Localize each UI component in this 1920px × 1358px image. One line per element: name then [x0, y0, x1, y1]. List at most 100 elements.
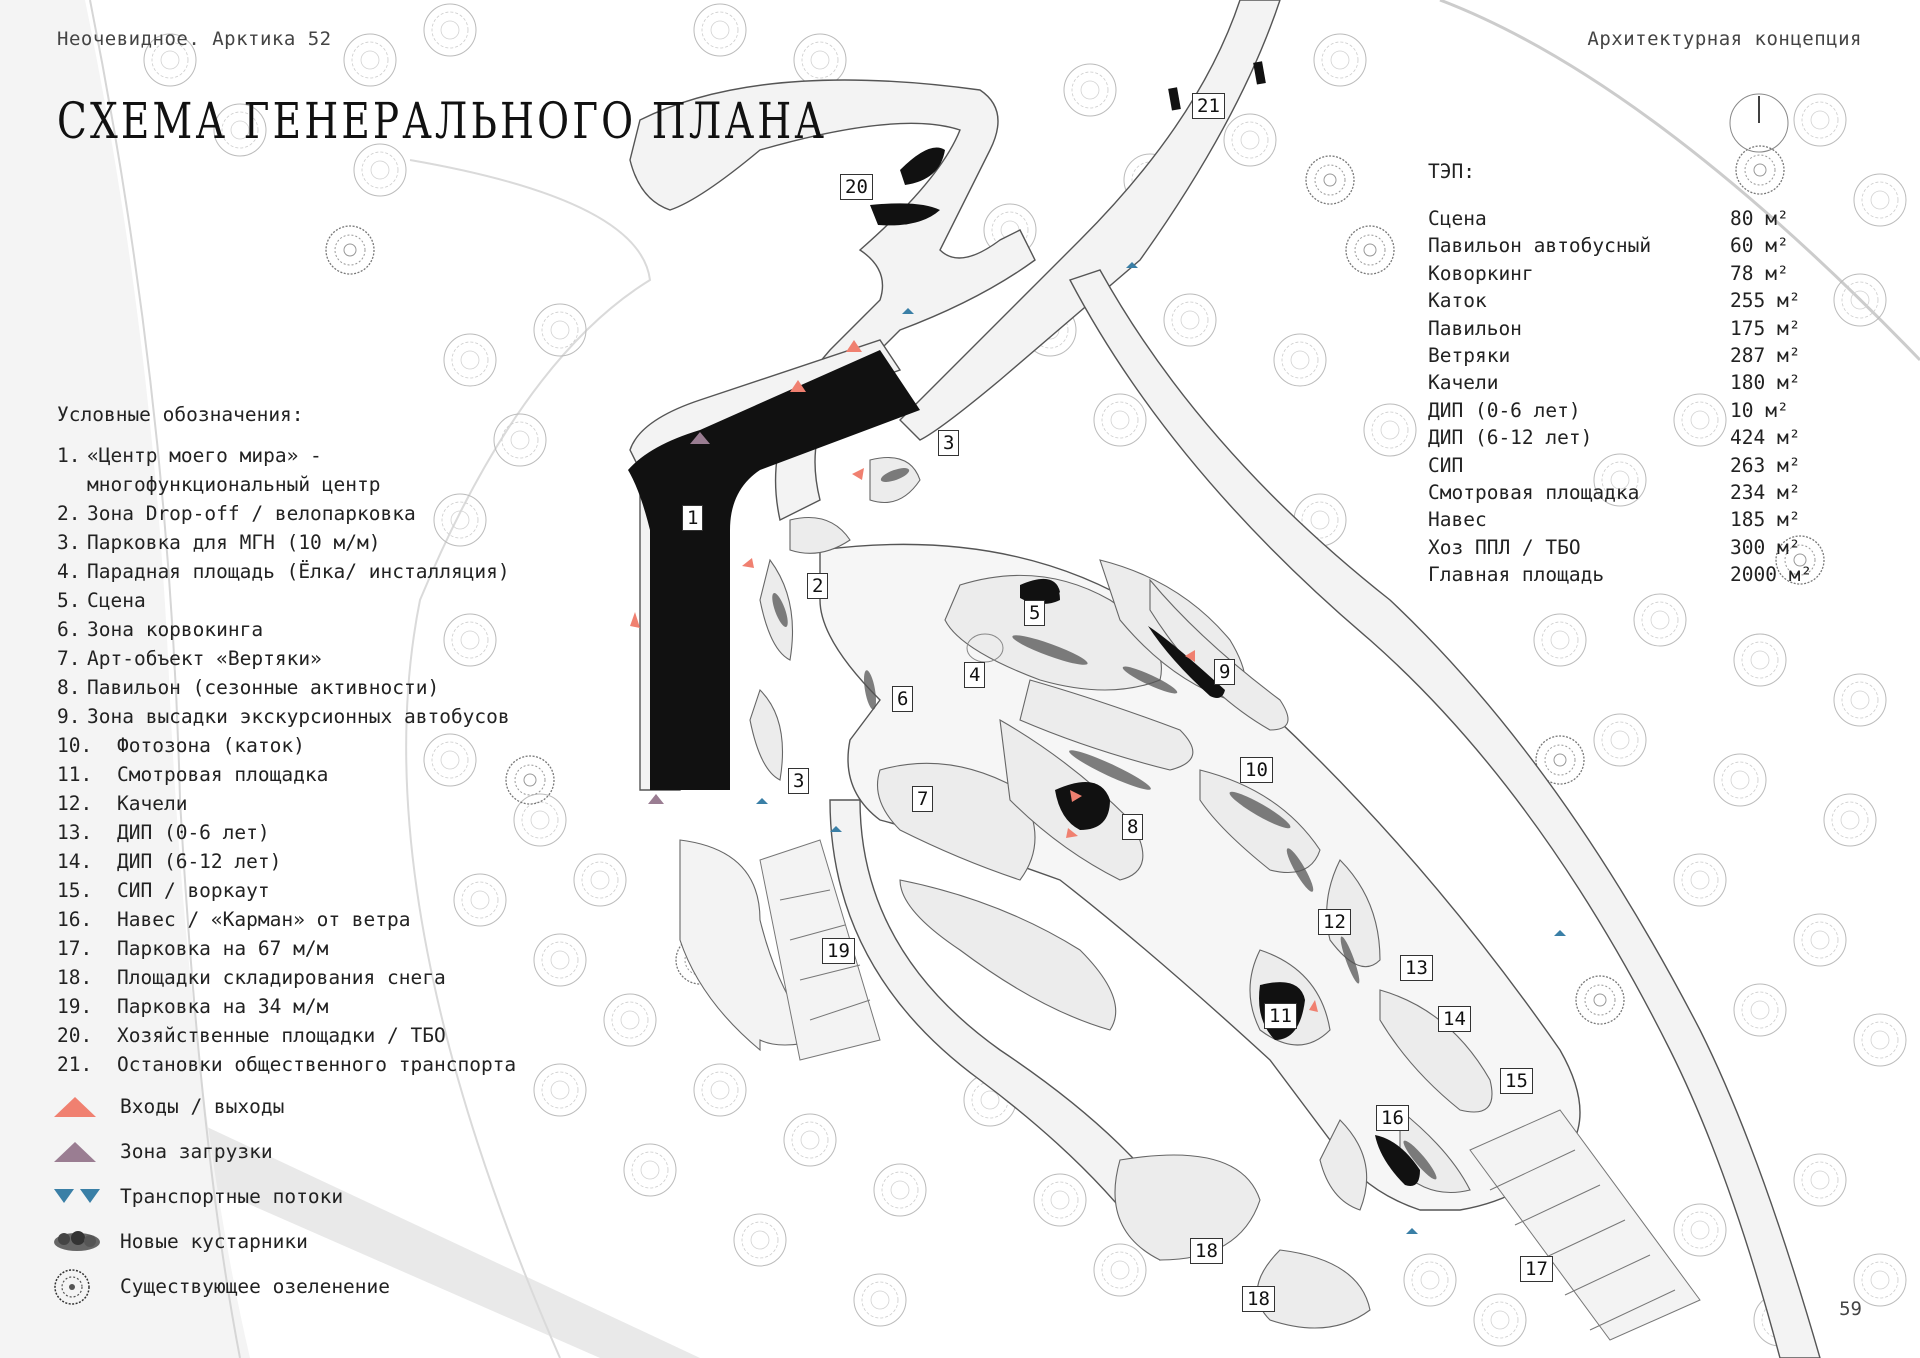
legend-item-text: «Центр моего мира» -: [87, 444, 322, 467]
zone-label-3a: 3: [938, 430, 960, 456]
legend-item: 5.Сцена: [57, 586, 617, 615]
symbol-row: Входы / выходы: [52, 1084, 390, 1129]
tep-item-value: 180 м²: [1730, 371, 1801, 395]
legend-item-number: 20.: [57, 1024, 93, 1047]
transport-markers: [756, 262, 1566, 1234]
tep-item-name: Ветряки: [1428, 344, 1511, 368]
tep-row: Павильон автобусный 60 м²: [1428, 232, 1840, 259]
zone-label-3b: 3: [788, 768, 810, 794]
page-title: СХЕМА ГЕНЕРАЛЬНОГО ПЛАНА: [57, 92, 828, 150]
legend-item-number: 18.: [57, 966, 93, 989]
zone-label-19: 19: [822, 938, 855, 964]
legend-item-number: 21.: [57, 1053, 93, 1076]
tep-item-value: 175 м²: [1730, 316, 1801, 340]
legend-item-text: ДИП (6-12 лет): [117, 850, 282, 873]
loading-triangle-icon: [52, 1136, 104, 1168]
legend-item: 6.Зона корвокинга: [57, 615, 617, 644]
zone-label-18b: 18: [1242, 1286, 1275, 1312]
tep-item-name: ДИП (0-6 лет): [1428, 398, 1581, 422]
zone-label-8: 8: [1122, 814, 1144, 840]
terrain-band-left: [0, 0, 250, 1358]
tep-item-name: Каток: [1428, 289, 1487, 313]
zone-label-11: 11: [1264, 1003, 1297, 1029]
tep-item-value: 60 м²: [1730, 234, 1789, 258]
transport-flow-icon: [52, 1181, 104, 1213]
legend-item: 10.Фотозона (каток): [57, 731, 617, 760]
legend-item-text: Площадки складирования снега: [117, 966, 446, 989]
legend-item-number: 13.: [57, 821, 93, 844]
tep-item-name: Главная площадь: [1428, 563, 1605, 587]
legend-item: 17.Парковка на 67 м/м: [57, 934, 617, 963]
legend-item-number: 17.: [57, 937, 93, 960]
zone-label-21: 21: [1192, 93, 1225, 119]
legend-item: 19. Парковка на 34 м/м: [57, 992, 617, 1021]
legend-item: 20.Хозяйственные площадки / ТБО: [57, 1021, 617, 1050]
legend-item-number: 1.: [57, 444, 81, 467]
legend-item: 18. Площадки складирования снега: [57, 963, 617, 992]
legend-item-text: Арт-объект «Вертяки»: [87, 647, 322, 670]
tep-item-value: 80 м²: [1730, 207, 1789, 230]
symbol-row: Транспортные потоки: [52, 1174, 390, 1219]
header-section-name: Архитектурная концепция: [1587, 28, 1862, 50]
tep-heading: ТЭП:: [1428, 160, 1475, 183]
zone-label-7: 7: [912, 786, 934, 812]
zone-label-4: 4: [964, 662, 986, 688]
legend-list: 1. «Центр моего мира» - многофункциональны…: [57, 441, 617, 1079]
tep-item-name: Павильон автобусный: [1428, 234, 1652, 258]
terrain-road-curve-3: [1439, 0, 1920, 362]
tep-item-value: 2000 м²: [1730, 563, 1813, 587]
zone-label-10: 10: [1240, 757, 1273, 783]
legend-item: 15.СИП / воркаут: [57, 876, 617, 905]
legend-item-text: Остановки общественного транспорта: [117, 1053, 517, 1076]
legend-item-number: 14.: [57, 850, 93, 873]
legend: Условные обозначения: 1. «Центр моего мир…: [57, 400, 617, 1079]
legend-item-number: 19.: [57, 995, 93, 1018]
symbol-label: Новые кустарники: [120, 1230, 308, 1253]
symbol-label: Транспортные потоки: [120, 1185, 344, 1208]
symbol-legend: Входы / выходы Зона загрузки Транспортны…: [52, 1084, 390, 1309]
legend-item-number: 6.: [57, 618, 81, 641]
new-shrubs-icon: [52, 1226, 104, 1258]
zone-label-20: 20: [840, 174, 873, 200]
symbol-row: Зона загрузки: [52, 1129, 390, 1174]
tep-item-value: 424 м²: [1730, 426, 1801, 450]
zone-label-17: 17: [1520, 1256, 1553, 1282]
symbol-label: Существующее озеленение: [120, 1275, 391, 1298]
legend-item-number: 4.: [57, 560, 81, 583]
page-number: 59: [1839, 1298, 1862, 1320]
legend-item-text: многофункциональный центр: [87, 473, 381, 496]
tep-row: Каток 255 м²: [1428, 287, 1840, 314]
legend-item-text: СИП / воркаут: [117, 879, 270, 902]
zone-label-14: 14: [1438, 1006, 1471, 1032]
parking-lots: [759, 839, 1701, 1341]
tep-item-value: 255 м²: [1730, 289, 1801, 313]
legend-item: 14. ДИП (6-12 лет): [57, 847, 617, 876]
tep-item-value: 300 м²: [1730, 535, 1801, 559]
tep-row: ДИП (0-6 лет)10 м²: [1428, 397, 1840, 424]
legend-item-text: Фотозона (каток): [117, 734, 305, 757]
legend-item-text: Навес / «Карман» от ветра: [117, 908, 411, 931]
legend-heading: Условные обозначения:: [57, 403, 304, 426]
zone-label-18a: 18: [1190, 1238, 1223, 1264]
legend-item-text: Парковка на 34 м/м: [117, 995, 329, 1018]
zone-label-15: 15: [1500, 1068, 1533, 1094]
tep-item-value: 185 м²: [1730, 508, 1801, 532]
legend-item-number: 7.: [57, 647, 81, 670]
legend-item-number: 12.: [57, 792, 93, 815]
legend-item-text: Качели: [117, 792, 188, 815]
tep-item-value: 234 м²: [1730, 481, 1801, 505]
header-project-name: Неочевидное. Арктика 52: [57, 28, 332, 50]
legend-item-text: Парадная площадь (Ёлка/ инсталляция): [87, 560, 510, 583]
zone-label-5: 5: [1024, 600, 1046, 626]
legend-item-text: Смотровая площадка: [117, 763, 329, 786]
legend-item-number: [57, 470, 87, 499]
terrain-road-curve-2: [405, 159, 652, 1358]
tep-item-value: 78 м²: [1730, 261, 1789, 285]
legend-item-text: Зона Drop-off / велопарковка: [87, 502, 416, 525]
